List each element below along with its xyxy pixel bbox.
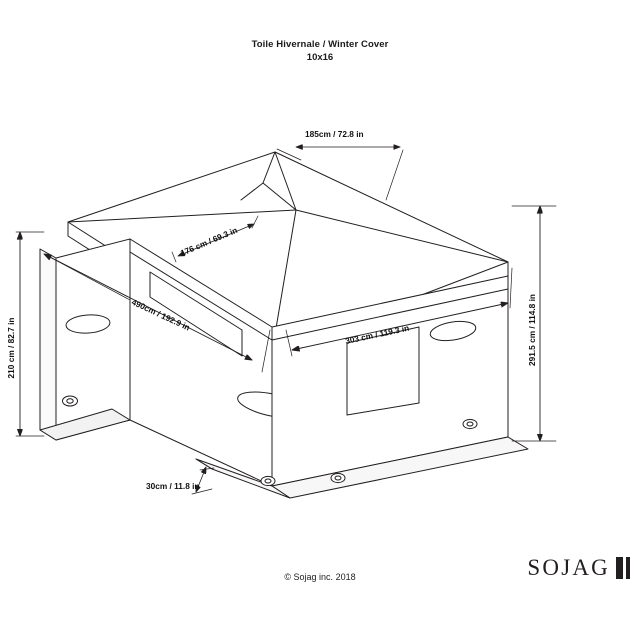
brand-logo: SOJAG (527, 555, 630, 581)
title-primary: Toile Hivernale / Winter Cover (251, 39, 389, 50)
grommet-left-inner (66, 398, 74, 404)
ext-line-176-b (251, 215, 259, 229)
brand-wordmark: SOJAG (527, 555, 610, 580)
ext-line-185-a (276, 148, 302, 161)
dim-label-left-height: 210 cm / 82.7 in (6, 318, 16, 379)
dim-line-303 (291, 303, 509, 350)
ext-line-30-b (191, 488, 213, 495)
dim-label-skirt-height: 30cm / 11.8 in (146, 481, 200, 491)
brand-bars-icon (616, 557, 630, 579)
ext-line-303-b (509, 267, 513, 309)
grommet-bottom-right-inner (466, 421, 474, 427)
ext-line-30-a (199, 467, 215, 471)
dim-label-roof-top-edge: 185cm / 72.8 in (305, 129, 364, 139)
dim-line-176 (177, 223, 255, 257)
roof-peak-edge (240, 182, 264, 201)
brand-bar-1 (616, 557, 623, 579)
grommet-bottom-center-inner (264, 478, 272, 484)
dim-line-30 (195, 466, 207, 493)
drawing-title: Toile Hivernale / Winter Cover 10x16 (0, 38, 640, 64)
left-wall-panel (55, 238, 131, 441)
ext-line-490-b (261, 329, 271, 373)
copyright-notice: © Sojag inc. 2018 (284, 572, 356, 582)
ext-line-303-a (285, 329, 293, 357)
dim-label-right-height: 291.5 cm / 114.8 in (527, 294, 537, 366)
dim-line-490 (43, 253, 253, 361)
roof-hip-left (67, 209, 297, 223)
grommet-bottom-mid-inner (334, 475, 342, 481)
title-model: 10x16 (306, 52, 334, 63)
ext-line-185-b (385, 149, 404, 201)
left-wall-edge-strip (39, 248, 57, 441)
skirt-left-edge (195, 458, 213, 470)
brand-bar-2 (626, 557, 630, 579)
